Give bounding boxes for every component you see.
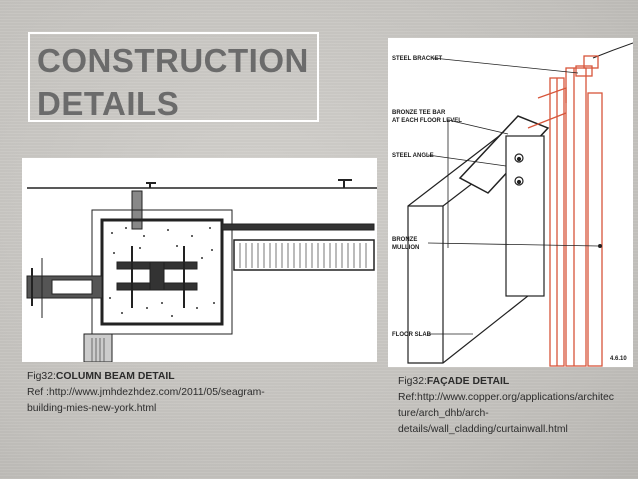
slide-title: CONSTRUCTION DETAILS — [37, 42, 309, 122]
label-steel-bracket: STEEL BRACKET — [392, 56, 443, 62]
facade-ref-line-1: Ref:http://www.copper.org/applications/a… — [398, 392, 615, 403]
column-beam-svg — [26, 179, 377, 362]
label-mullion: MULLION — [392, 245, 419, 251]
facade-caption-title-line: Fig32:FAÇADE DETAIL — [398, 374, 630, 390]
facade-detail-drawing: STEEL BRACKET BRONZE TEE BAR AT EACH FLO… — [388, 38, 633, 367]
column-fig-title: COLUMN BEAM DETAIL — [55, 371, 175, 382]
leader-lines — [427, 57, 599, 335]
facade-caption: Fig32:FAÇADE DETAIL Ref:http://www.coppe… — [398, 374, 630, 438]
grille-lines — [91, 243, 367, 362]
column-ref-line-2: building-mies-new-york.html — [27, 403, 157, 414]
column-caption: Fig32:COLUMN BEAM DETAIL Ref :http://www… — [27, 369, 317, 417]
title-frame — [28, 32, 319, 122]
label-bronze: BRONZE — [392, 237, 417, 243]
facade-svg: STEEL BRACKET BRONZE TEE BAR AT EACH FLO… — [392, 42, 633, 367]
column-ref-line-1: Ref :http://www.jmhdezhdez.com/2011/05/s… — [27, 387, 265, 398]
facade-ref-line-2: ture/arch_dhb/arch- — [398, 408, 489, 419]
column-beam-detail-drawing — [22, 158, 377, 362]
facade-fig-title: FAÇADE DETAIL — [426, 376, 510, 387]
label-steel-angle: STEEL ANGLE — [392, 153, 434, 159]
label-figure-number: 4.6.10 — [610, 356, 627, 362]
copper-mullion — [527, 55, 603, 367]
column-caption-title-line: Fig32:COLUMN BEAM DETAIL — [27, 369, 317, 385]
column-fig-prefix: Fig32: — [27, 371, 56, 382]
label-bronze-tee-bar: BRONZE TEE BAR — [392, 110, 446, 116]
label-at-each-floor: AT EACH FLOOR LEVEL — [392, 118, 462, 124]
concrete-dots — [109, 227, 215, 317]
facade-fig-prefix: Fig32: — [398, 376, 427, 387]
facade-ref-line-3: details/wall_cladding/curtainwall.html — [398, 424, 568, 435]
label-floor-slab: FLOOR SLAB — [392, 332, 432, 338]
